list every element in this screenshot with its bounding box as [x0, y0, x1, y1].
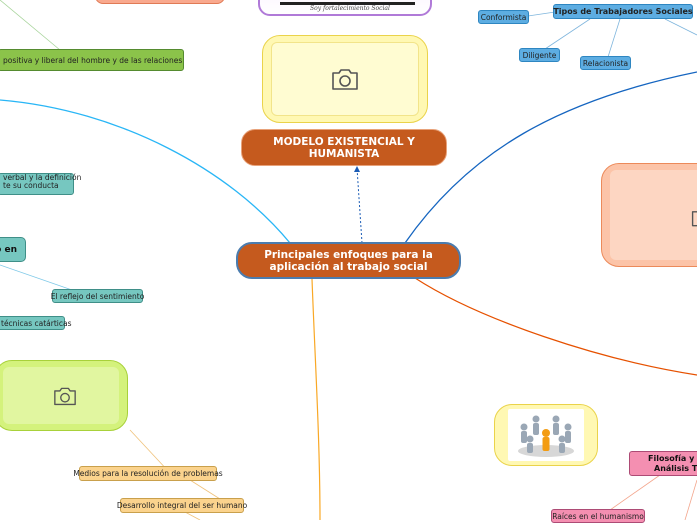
edge-reflejo [0, 264, 73, 291]
image-placeholder-top[interactable] [262, 35, 428, 123]
reflejo-node[interactable]: El reflejo del sentimiento [50, 289, 145, 303]
model-label: MODELO EXISTENCIAL Y HUMANISTA [273, 135, 415, 160]
edge-filosofia-raices [609, 474, 661, 511]
people-illustration [508, 409, 584, 461]
edge-tipos-diligente [544, 18, 591, 50]
conformista-node[interactable]: Conformista [478, 10, 529, 24]
filosofia-label-1: Filosofía y F [648, 453, 697, 463]
verbal-node[interactable]: verbal y la definición te su conducta [0, 173, 81, 195]
logo-box[interactable]: Soy fortalecimiento Social [258, 0, 432, 16]
camera-icon [691, 211, 697, 227]
tecnicas-node[interactable]: técnicas catárticas [0, 316, 72, 330]
partial-left-label: o en [0, 244, 17, 255]
edge-to-tipos [404, 71, 697, 244]
edge-tipos-relacionista [607, 18, 621, 58]
filosofia-label-2: Análisis Tr [654, 463, 697, 473]
edge-filosofia-down [684, 479, 697, 520]
desarrollo-node[interactable]: Desarrollo integral del ser humano [116, 498, 248, 513]
camera-icon [332, 69, 358, 90]
image-placeholder-right[interactable] [601, 163, 697, 267]
edge-to-filosofia [414, 277, 697, 376]
partial-left-node[interactable]: o en [0, 237, 26, 262]
logo-image [280, 2, 415, 5]
raices-node[interactable]: Raíces en el humanismo [551, 509, 645, 523]
partial-node-top[interactable] [95, 0, 225, 4]
relacionista-node[interactable]: Relacionista [580, 56, 631, 70]
diligente-label: Diligente [522, 50, 557, 60]
tecnicas-label: técnicas catárticas [1, 318, 72, 328]
camera-icon [54, 387, 76, 405]
edge-bottom-desarrollo [184, 511, 201, 520]
image-inner [610, 170, 697, 260]
positiva-label: positiva y liberal del hombre y de las r… [3, 55, 183, 65]
central-label: Principales enfoques para la aplicación … [264, 248, 433, 273]
edge-camera-left [129, 429, 171, 474]
image-people[interactable] [494, 404, 598, 466]
raices-label: Raíces en el humanismo [552, 511, 644, 521]
tipos-label: Tipos de Trabajadores Sociales [553, 7, 693, 16]
edge-to-model [356, 167, 363, 244]
model-node[interactable]: MODELO EXISTENCIAL Y HUMANISTA [241, 129, 447, 166]
tipos-node[interactable]: Tipos de Trabajadores Sociales [553, 4, 693, 19]
logo-caption: Soy fortalecimiento Social [310, 5, 390, 12]
medios-label: Medios para la resolución de problemas [73, 469, 223, 478]
edge-to-bottom [311, 278, 321, 520]
positiva-node[interactable]: positiva y liberal del hombre y de las r… [0, 49, 184, 71]
desarrollo-label: Desarrollo integral del ser humano [116, 501, 248, 510]
edge-positiva [0, 0, 61, 51]
conformista-label: Conformista [480, 12, 527, 22]
reflejo-label: El reflejo del sentimiento [50, 291, 145, 301]
edge-tipos-right [664, 18, 697, 36]
medios-node[interactable]: Medios para la resolución de problemas [73, 466, 223, 481]
image-placeholder-left[interactable] [0, 360, 128, 431]
edge-bottom-medios [189, 479, 221, 500]
edge-to-left-upper [0, 99, 291, 244]
edge-tipos-conformista [527, 11, 556, 17]
filosofia-node[interactable]: Filosofía y F Análisis Tr [629, 451, 697, 476]
central-node[interactable]: Principales enfoques para la aplicación … [236, 242, 461, 279]
arrow-head [354, 166, 360, 172]
verbal-label-1: verbal y la definición [3, 173, 82, 182]
image-inner [271, 42, 419, 116]
verbal-label-2: te su conducta [3, 181, 59, 190]
relacionista-label: Relacionista [582, 58, 629, 68]
diligente-node[interactable]: Diligente [519, 48, 560, 62]
